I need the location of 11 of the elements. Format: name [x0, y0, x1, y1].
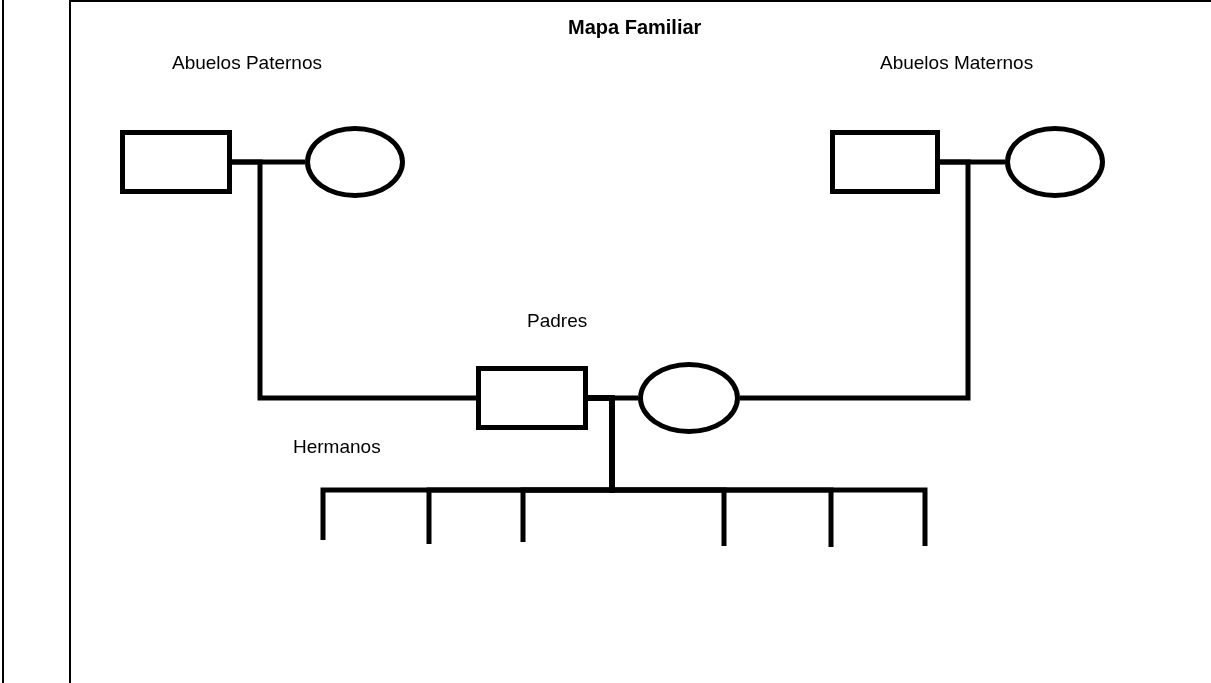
- connector-line: [588, 395, 928, 546]
- male-square: [830, 130, 940, 194]
- group-label: Abuelos Paternos: [172, 52, 322, 74]
- group-label: Abuelos Maternos: [880, 52, 1034, 74]
- connector-line: [232, 159, 476, 401]
- male-square: [476, 366, 588, 430]
- connector-line: [740, 159, 971, 401]
- group-label: Hermanos: [293, 436, 381, 458]
- male-square: [120, 130, 232, 194]
- group-label: Padres: [527, 310, 588, 332]
- title: Mapa Familiar: [568, 16, 702, 39]
